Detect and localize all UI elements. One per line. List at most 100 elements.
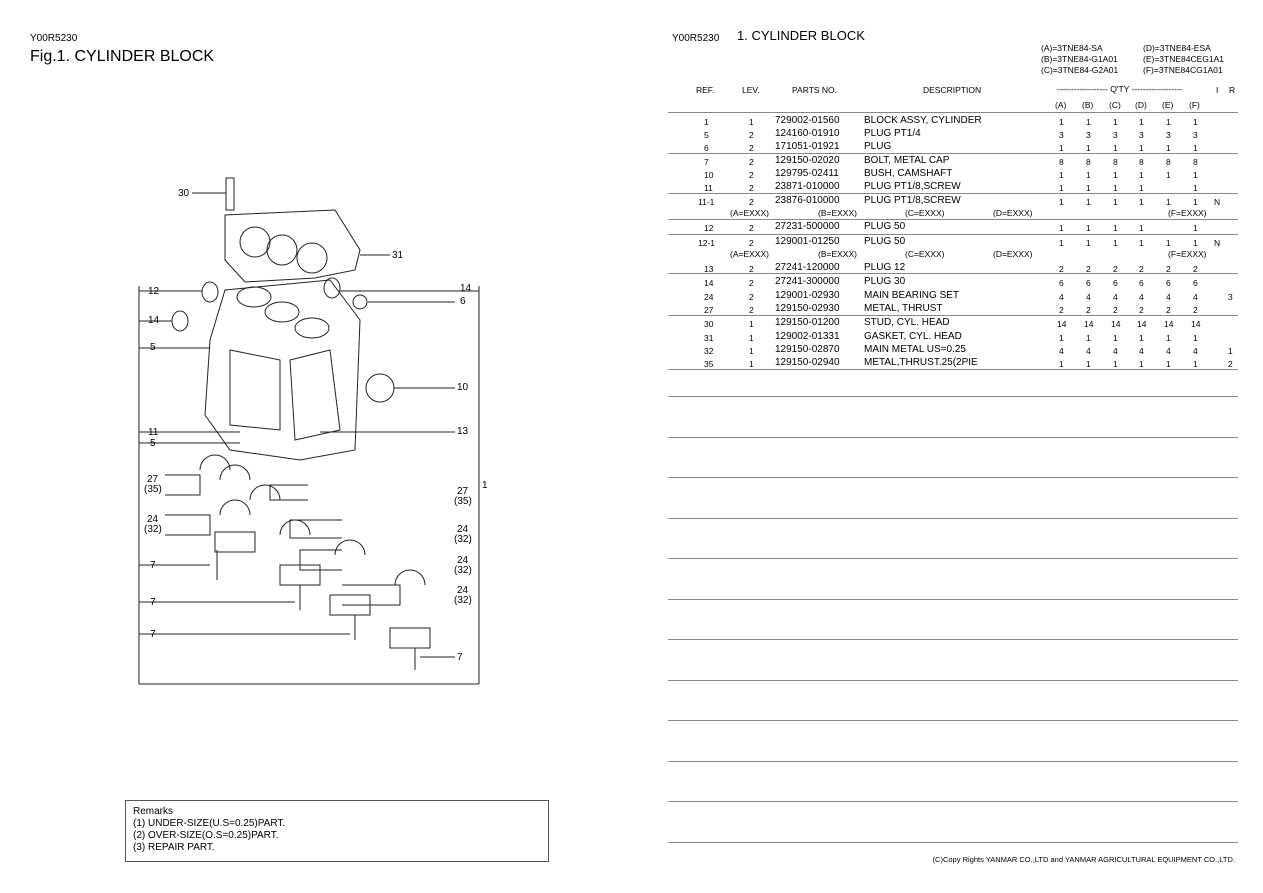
- row-level: 1: [749, 117, 754, 127]
- row-ref: 30: [704, 319, 714, 329]
- callout-7-b: 7: [150, 597, 156, 608]
- row-qty: 1: [1139, 197, 1144, 207]
- row-divider: [668, 558, 1238, 559]
- row-qty: 6: [1059, 278, 1064, 288]
- row-divider: [668, 369, 1238, 370]
- row-qty: 1: [1193, 170, 1198, 180]
- row-ref: 11: [704, 183, 713, 193]
- header-divider: [668, 112, 1238, 113]
- copyright-footer: (C)Copy Rights YANMAR CO.,LTD and YANMAR…: [932, 855, 1235, 864]
- row-qty: 2: [1166, 264, 1171, 274]
- row-qty: 1: [1059, 143, 1064, 153]
- qty-col-b: (B): [1082, 100, 1094, 110]
- row-description: MAIN BEARING SET: [864, 290, 960, 301]
- header-i: I: [1216, 85, 1219, 95]
- row-qty: 1: [1086, 197, 1091, 207]
- row-qty: 8: [1139, 157, 1144, 167]
- row-level: 1: [749, 346, 754, 356]
- row-qty: 2: [1086, 305, 1091, 315]
- row-description: BOLT, METAL CAP: [864, 155, 950, 166]
- callout-7-d: 7: [457, 652, 463, 663]
- row-part-number: 27231-500000: [775, 221, 840, 232]
- row-qty: 1: [1086, 333, 1091, 343]
- row-qty: 3: [1193, 130, 1198, 140]
- remark-line: (1) UNDER-SIZE(U.S=0.25)PART.: [133, 818, 286, 829]
- row-description: PLUG PT1/8,SCREW: [864, 195, 961, 206]
- row-part-number: 129150-01200: [775, 317, 840, 328]
- left-page-title: Fig.1. CYLINDER BLOCK: [30, 48, 215, 65]
- row-qty: 1: [1139, 170, 1144, 180]
- row-qty: 4: [1193, 346, 1198, 356]
- row-qty: 4: [1166, 292, 1171, 302]
- row-ref: 24: [704, 292, 714, 302]
- row-qty: 14: [1137, 319, 1147, 329]
- row-qty: 1: [1139, 238, 1144, 248]
- row-qty: 1: [1113, 333, 1118, 343]
- callout-32-left: (32): [144, 524, 162, 535]
- serial-note: (D=EXXX): [993, 249, 1033, 259]
- row-description: BUSH, CAMSHAFT: [864, 168, 953, 179]
- serial-note: (B=EXXX): [818, 249, 857, 259]
- row-qty: 4: [1193, 292, 1198, 302]
- row-qty: 1: [1113, 117, 1118, 127]
- row-qty: 1: [1086, 183, 1091, 193]
- row-qty: 1: [1139, 223, 1144, 233]
- callout-14-left: 14: [148, 315, 160, 326]
- header-qty: ------------------ Q'TY ----------------…: [1057, 84, 1183, 94]
- right-page-code: Y00R5230: [672, 33, 720, 44]
- row-qty: 2: [1059, 305, 1064, 315]
- row-qty: 1: [1086, 359, 1091, 369]
- row-qty: 1: [1193, 238, 1198, 248]
- row-ref: 11-1: [698, 197, 715, 207]
- row-ref: 14: [704, 278, 714, 288]
- callout-24-c: 24: [457, 585, 469, 596]
- row-description: PLUG PT1/4: [864, 128, 921, 139]
- row-qty: 1: [1139, 333, 1144, 343]
- row-description: STUD, CYL. HEAD: [864, 317, 950, 328]
- callout-11: 11: [148, 427, 159, 438]
- row-qty: 8: [1193, 157, 1198, 167]
- row-level: 1: [749, 333, 754, 343]
- row-part-number: 27241-120000: [775, 262, 840, 273]
- row-level: 1: [749, 319, 754, 329]
- serial-note: (C=EXXX): [905, 249, 945, 259]
- row-qty: 1: [1113, 223, 1118, 233]
- row-qty: 3: [1139, 130, 1144, 140]
- row-part-number: 124160-01910: [775, 128, 840, 139]
- remarks-box: Remarks (1) UNDER-SIZE(U.S=0.25)PART. (2…: [125, 800, 549, 862]
- row-qty: 1: [1086, 223, 1091, 233]
- row-ref: 10: [704, 170, 714, 180]
- row-qty: 1: [1193, 117, 1198, 127]
- qty-col-d: (D): [1135, 100, 1147, 110]
- row-qty: 1: [1086, 117, 1091, 127]
- row-divider: [668, 477, 1238, 478]
- row-qty: 1: [1193, 197, 1198, 207]
- serial-note: (F=EXXX): [1168, 249, 1207, 259]
- row-level: 2: [749, 197, 754, 207]
- row-level: 1: [749, 359, 754, 369]
- row-qty: 1: [1059, 238, 1064, 248]
- row-qty: 6: [1193, 278, 1198, 288]
- left-page-code: Y00R5230: [30, 33, 78, 44]
- row-qty: 1: [1086, 238, 1091, 248]
- row-qty: 6: [1086, 278, 1091, 288]
- row-description: PLUG 30: [864, 276, 906, 287]
- row-qty: 6: [1139, 278, 1144, 288]
- row-description: GASKET, CYL. HEAD: [864, 331, 962, 342]
- row-qty: 1: [1059, 183, 1064, 193]
- row-qty: 2: [1193, 305, 1198, 315]
- model-legend-d: (D)=3TNE84-ESA: [1143, 43, 1211, 53]
- row-description: PLUG 12: [864, 262, 906, 273]
- row-part-number: 129001-02930: [775, 290, 840, 301]
- callout-7-a: 7: [150, 560, 156, 571]
- row-divider: [668, 153, 1238, 154]
- row-interchange: N: [1214, 238, 1221, 248]
- row-qty: 2: [1059, 264, 1064, 274]
- row-level: 2: [749, 305, 754, 315]
